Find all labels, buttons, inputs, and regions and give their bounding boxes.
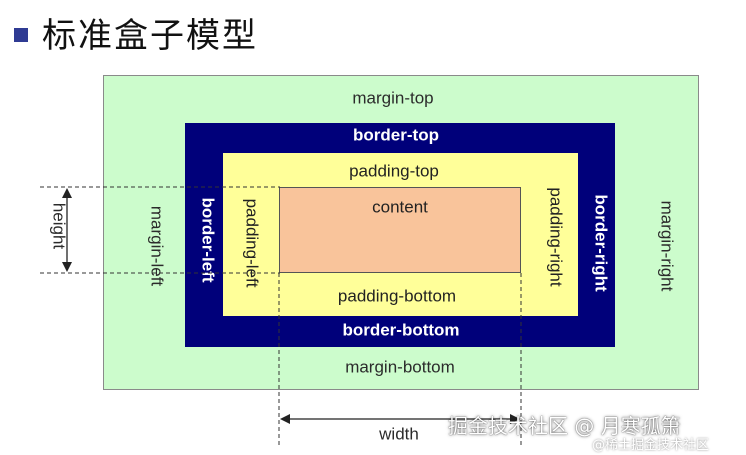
margin-top-label: margin-top — [352, 88, 434, 108]
border-bottom-label: border-bottom — [342, 320, 460, 340]
padding-bottom-label: padding-bottom — [337, 286, 457, 306]
width-label: width — [379, 424, 419, 444]
title-bullet-icon — [14, 28, 28, 42]
page-title: 标准盒子模型 — [42, 16, 258, 56]
watermark-sub: @稀土掘金技术社区 — [592, 438, 710, 453]
padding-top-label: padding-top — [349, 161, 439, 181]
content-label: content — [372, 197, 428, 217]
watermark-main: 掘金技术社区 @ 月寒孤箫 — [448, 414, 681, 438]
margin-bottom-label: margin-bottom — [345, 357, 455, 377]
border-top-label: border-top — [353, 125, 439, 145]
height-label: height — [49, 202, 69, 250]
content-area — [279, 187, 521, 273]
